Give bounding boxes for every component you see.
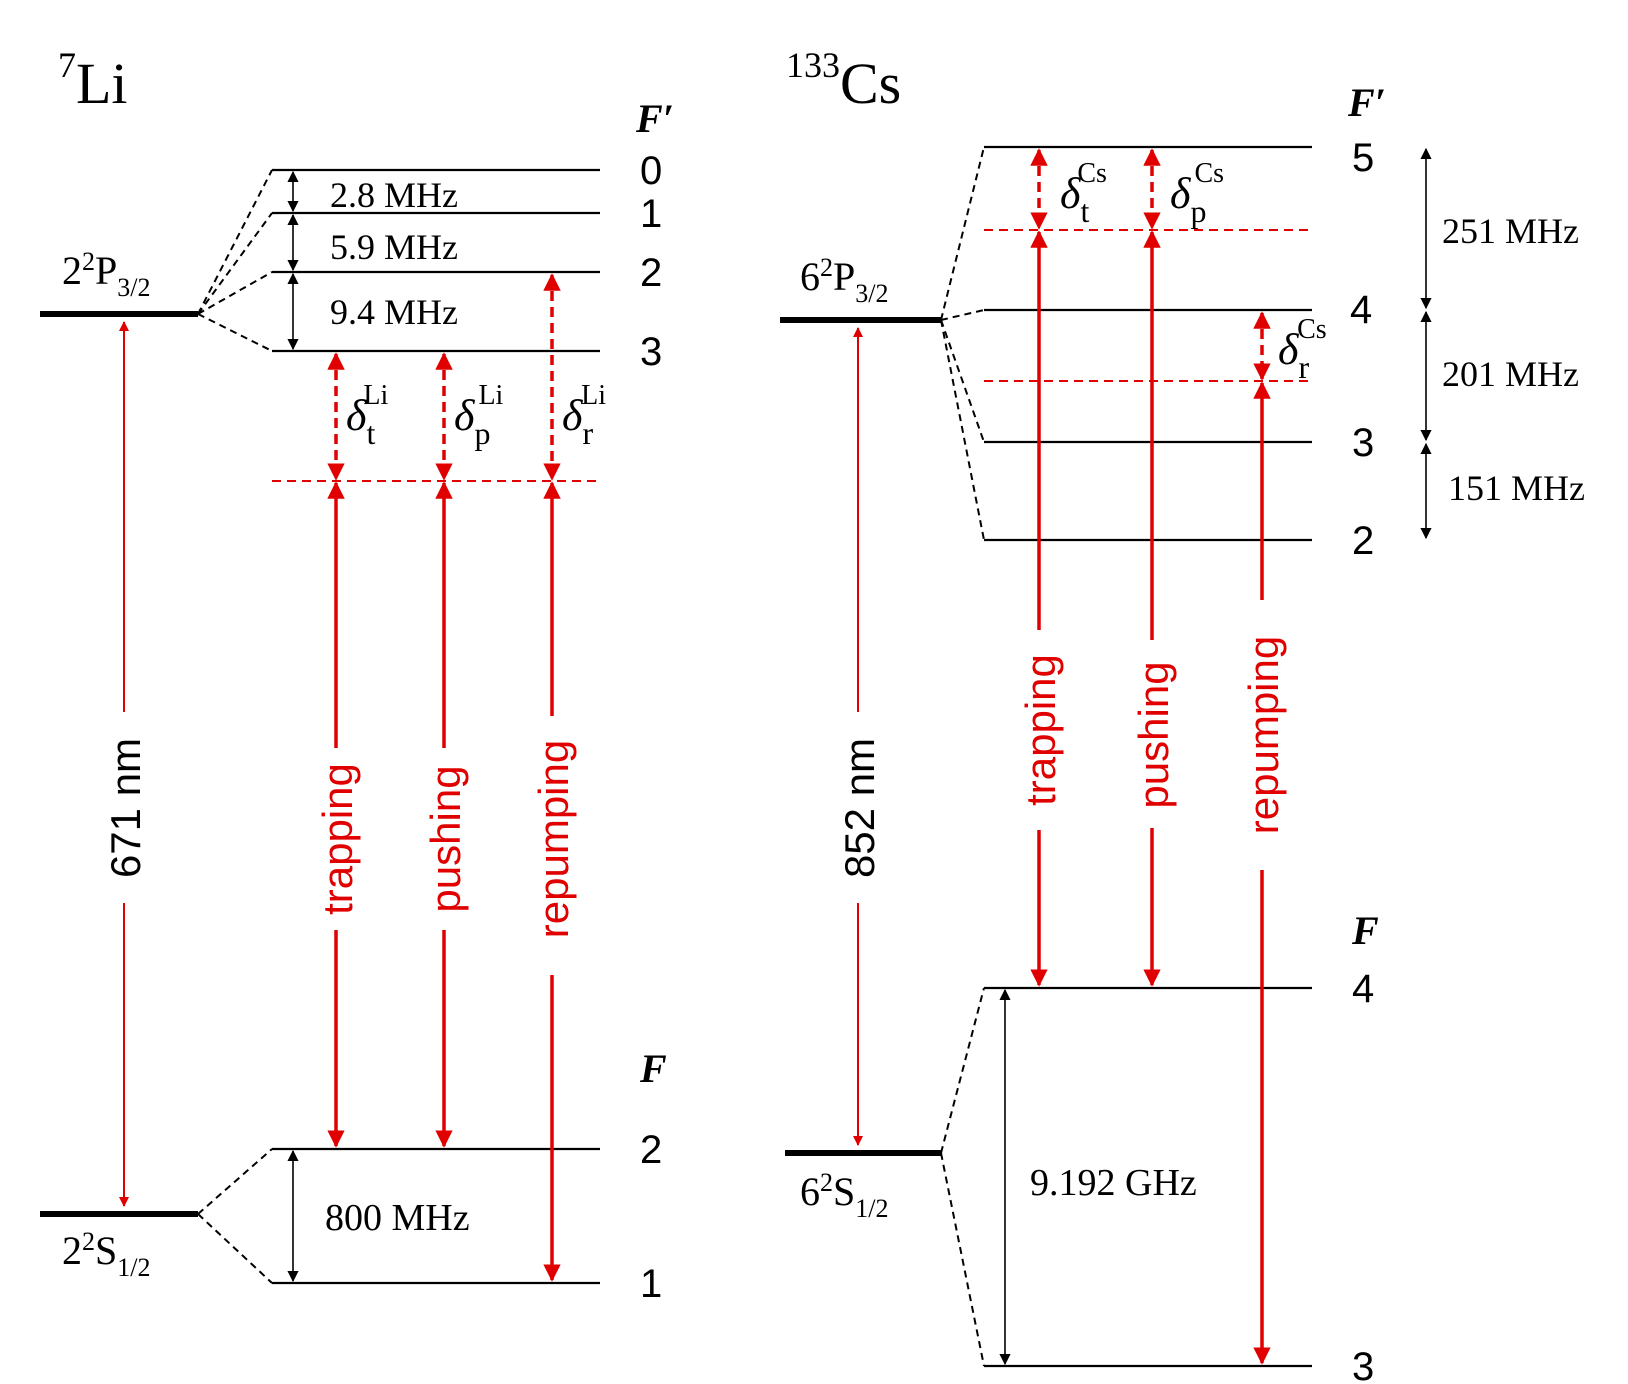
cs-p32-label: 62P3/2	[800, 253, 888, 308]
li-split-label-0: 2.8 MHz	[330, 175, 458, 215]
cs-split-label-0: 251 MHz	[1442, 211, 1579, 251]
cs-connectors	[940, 146, 985, 1367]
li-ground-split-label: 800 MHz	[325, 1197, 470, 1239]
cs-split-label-1: 201 MHz	[1442, 354, 1579, 394]
cs-pushing-label: pushing	[1130, 661, 1177, 808]
cs-fprime-header: F′	[1347, 80, 1386, 125]
li-f-header: F	[639, 1046, 667, 1091]
li-delta-r: δrLi	[562, 380, 606, 451]
li-repumping-label: repumping	[530, 740, 577, 938]
li-wavelength-label: 671 nm	[102, 738, 149, 878]
li-connectors	[197, 169, 273, 1284]
cs-delta-p: δpCs	[1170, 158, 1224, 229]
li-isotope: 7	[58, 45, 76, 85]
cs-delta-t: δtCs	[1060, 158, 1107, 229]
cs-f-header: F	[1351, 908, 1379, 953]
li-title: 7Li	[58, 45, 128, 116]
li-pushing-label: pushing	[422, 765, 469, 912]
li-fprime-2: 2	[640, 251, 662, 295]
li-s12-label: 22S1/2	[62, 1227, 150, 1282]
li-panel: 7Li 22P3/2 22S1/2 F′ 0 1 2 3 F 2	[40, 45, 674, 1306]
cs-f-4: 4	[1352, 967, 1374, 1011]
cs-repumping-label: repumping	[1240, 636, 1287, 834]
li-trapping-label: trapping	[314, 763, 361, 915]
cs-title: 133Cs	[786, 45, 901, 116]
li-f-1: 1	[640, 1262, 662, 1306]
cs-ground-split-label: 9.192 GHz	[1030, 1162, 1197, 1204]
cs-wavelength-label: 852 nm	[836, 738, 883, 878]
li-split-label-2: 9.4 MHz	[330, 292, 458, 332]
li-delta-p: δpLi	[454, 380, 504, 451]
li-f-2: 2	[640, 1128, 662, 1172]
cs-split-label-2: 151 MHz	[1448, 468, 1585, 508]
cs-panel: 133Cs 62P3/2 62S1/2 F′ 5 4 3 2 F 4 3	[780, 45, 1585, 1384]
li-fprime-1: 1	[640, 192, 662, 236]
li-p32-label: 22P3/2	[62, 247, 150, 302]
cs-trapping-label: trapping	[1017, 654, 1064, 806]
cs-element: Cs	[840, 51, 901, 116]
cs-fprime-2: 2	[1352, 519, 1374, 563]
cs-fprime-5: 5	[1352, 136, 1374, 180]
li-delta-t: δtLi	[346, 380, 388, 451]
cs-delta-r: δrCs	[1278, 314, 1327, 385]
li-fprime-header: F′	[635, 96, 674, 141]
cs-s12-label: 62S1/2	[800, 1168, 888, 1223]
cs-isotope: 133	[786, 45, 840, 85]
cs-fprime-4: 4	[1350, 288, 1372, 332]
cs-f-3: 3	[1352, 1345, 1374, 1384]
li-fprime-0: 0	[640, 149, 662, 193]
cs-fprime-3: 3	[1352, 421, 1374, 465]
li-fprime-3: 3	[640, 330, 662, 374]
li-element: Li	[76, 51, 128, 116]
li-split-label-1: 5.9 MHz	[330, 227, 458, 267]
